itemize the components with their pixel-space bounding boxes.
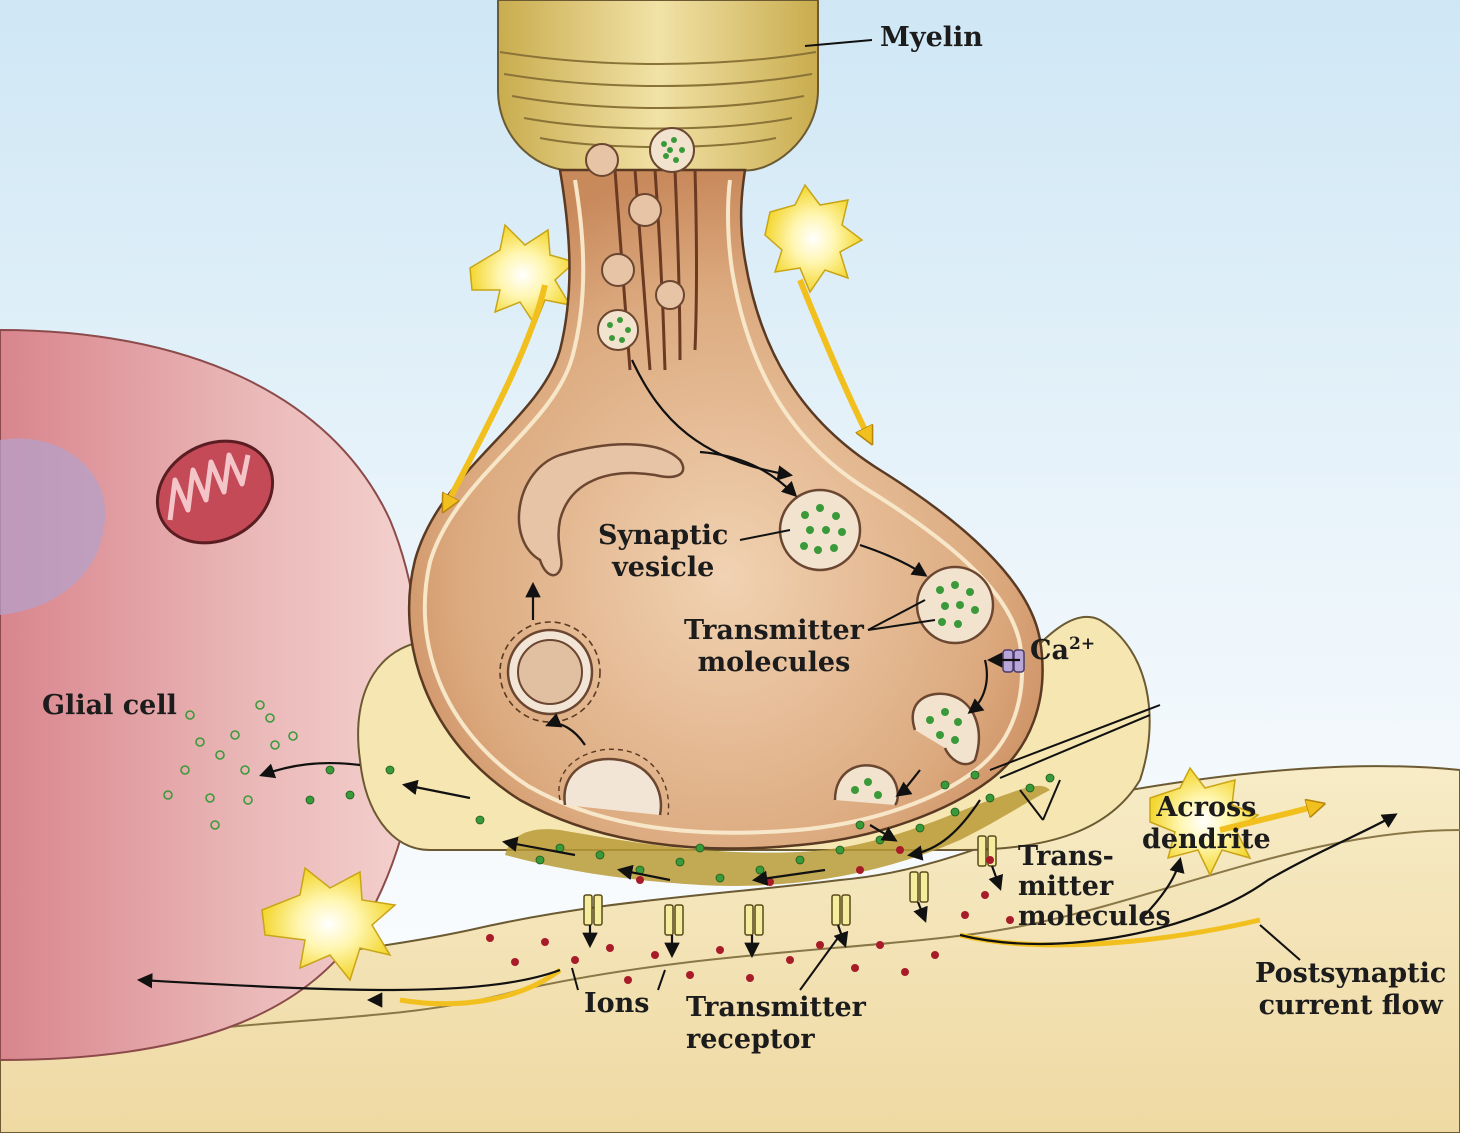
vesicle-empty-4 (656, 281, 684, 309)
label-transmitter-receptor: Transmitter receptor (686, 992, 866, 1056)
label-synaptic-vesicle-line1: Synaptic (598, 520, 728, 552)
vesicle-empty-1 (586, 144, 618, 176)
label-calcium-base: Ca (1030, 635, 1069, 666)
label-ions: Ions (584, 988, 649, 1020)
vesicle-filled-top (650, 128, 694, 172)
label-transmitter-molecules-cleft-line3: molecules (1018, 902, 1171, 932)
vesicle-empty-3 (602, 254, 634, 286)
vesicle-filled-mid (598, 310, 638, 350)
label-transmitter-molecules-pre-line2: molecules (684, 647, 864, 679)
label-postsynaptic-current-flow-line2: current flow (1255, 990, 1446, 1022)
label-transmitter-molecules-pre: Transmitter molecules (684, 615, 864, 679)
vesicle-docking (917, 567, 993, 643)
label-transmitter-molecules-cleft: Trans- mitter molecules (1018, 842, 1171, 932)
vesicle-empty-2 (629, 194, 661, 226)
label-transmitter-receptor-line2: receptor (686, 1024, 866, 1056)
synaptic-vesicle-main (780, 490, 860, 570)
label-calcium: Ca2+ (1030, 635, 1095, 667)
label-postsynaptic-current-flow: Postsynaptic current flow (1255, 958, 1446, 1022)
label-calcium-sup: 2+ (1069, 634, 1095, 654)
label-transmitter-molecules-pre-line1: Transmitter (684, 615, 864, 647)
label-myelin: Myelin (880, 22, 983, 54)
label-glial-cell: Glial cell (42, 690, 177, 722)
label-synaptic-vesicle: Synaptic vesicle (598, 520, 728, 584)
label-transmitter-molecules-cleft-line2: mitter (1018, 872, 1171, 902)
label-postsynaptic-current-flow-line1: Postsynaptic (1255, 958, 1446, 990)
label-transmitter-receptor-line1: Transmitter (686, 992, 866, 1024)
label-across-dendrite-line1: Across (1142, 792, 1271, 824)
label-synaptic-vesicle-line2: vesicle (598, 552, 728, 584)
label-transmitter-molecules-cleft-line1: Trans- (1018, 842, 1171, 872)
